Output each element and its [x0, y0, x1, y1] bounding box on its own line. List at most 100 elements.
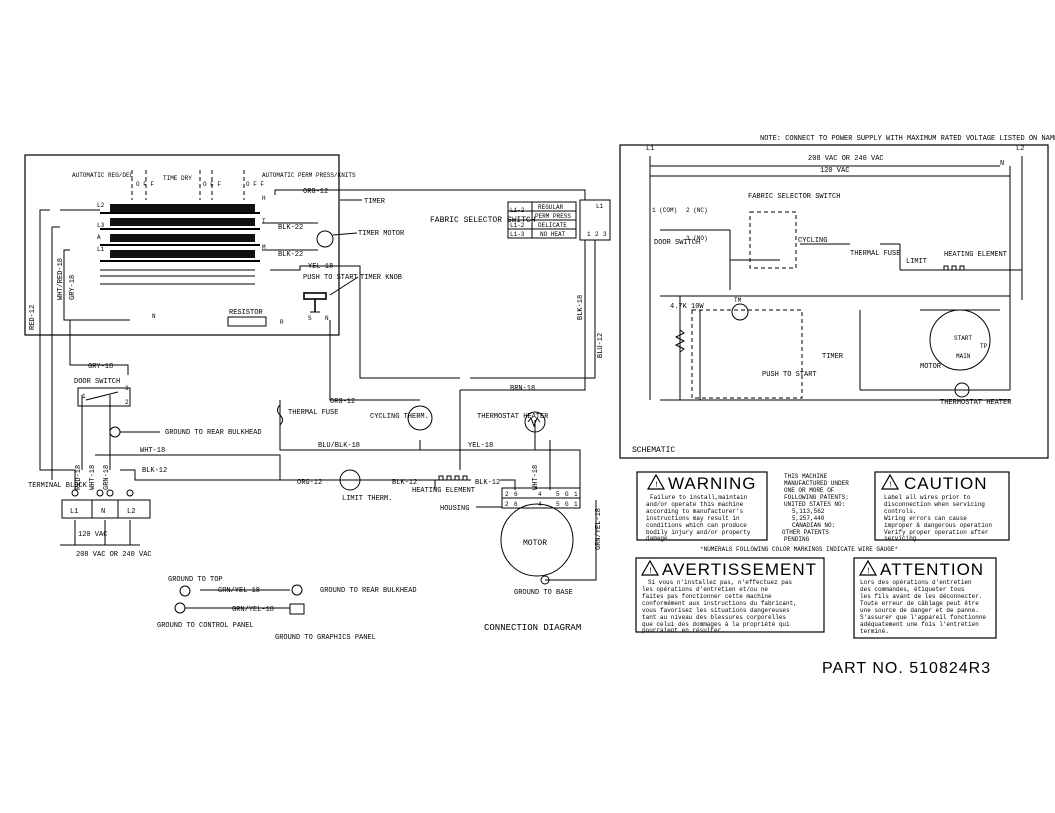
sch-push-to-start: PUSH TO START: [762, 371, 817, 379]
svg-text:PENDING: PENDING: [784, 536, 810, 543]
attention-triangle-icon: [858, 559, 878, 576]
wire-label-grn18: GRN-18: [103, 465, 111, 490]
motor-body: [500, 503, 574, 577]
sch-start: START: [954, 335, 972, 342]
wire-label-grnyel18c: GRN/YEL-18: [232, 606, 274, 614]
svg-text:!: !: [888, 481, 893, 490]
svg-text:pourraient en résulter.: pourraient en résulter.: [642, 627, 725, 634]
svg-text:!: !: [654, 481, 659, 490]
heating-element-label: HEATING ELEMENT: [412, 487, 475, 495]
sch-timer-box: [691, 309, 803, 399]
sch-208: 208 VAC OR 240 VAC: [808, 155, 884, 163]
ground-bulkhead-2-symbol: [291, 584, 303, 596]
resistor-body: [227, 316, 267, 327]
timer-cycle-perm: AUTOMATIC PERM PRESS/KNITS: [262, 172, 356, 179]
heating-element-symbol: [435, 475, 471, 481]
wire-label-yel18a: YEL-18: [308, 263, 333, 271]
sch-timer-motor: [731, 303, 749, 321]
warning-text: Failure to install,maintain and/or opera…: [646, 494, 751, 542]
svg-text:and/or operate this machine: and/or operate this machine: [646, 501, 744, 508]
motor-label: MOTOR: [523, 539, 547, 548]
svg-text:Toute erreur de câblage peut ê: Toute erreur de câblage peut être: [860, 600, 979, 607]
motor-terminals: 2 6 4 5 G 1 2 6 4 5 G 1: [505, 491, 578, 508]
thermal-fuse-symbol: [277, 404, 283, 426]
thermostat-heater-label: THERMOSTAT HEATER: [477, 413, 549, 421]
attention-box: [853, 557, 997, 639]
fabric-row3-a: L1-2: [510, 222, 525, 229]
sch-thermostat-heater-symbol: [954, 382, 970, 398]
wire-label-grnyel18a: GRN/YEL-18: [595, 508, 603, 550]
schematic: NOTE: CONNECT TO POWER SUPPLY WITH MAXIM…: [619, 135, 1055, 459]
svg-text:!: !: [866, 567, 871, 576]
schematic-frame: [619, 144, 1049, 459]
caution-text: Label all wires prior to disconnection w…: [884, 494, 992, 542]
warning-triangle-icon: [646, 473, 666, 490]
timer-panel: [24, 154, 340, 336]
wire-label-blublk18: BLU/BLK-18: [318, 442, 360, 450]
svg-text:Label all wires prior to: Label all wires prior to: [884, 494, 971, 501]
sch-fabric-selector-box: [749, 211, 797, 269]
svg-text:servicing.: servicing.: [884, 535, 920, 542]
ground-control-panel-label: GROUND TO CONTROL PANEL: [157, 622, 254, 630]
sch-cycling: CYCLING: [798, 237, 827, 245]
fabric-term-1: 1: [587, 231, 591, 238]
sch-heating-element: HEATING ELEMENT: [944, 251, 1007, 259]
terminal-letter-n2: N: [325, 315, 329, 322]
svg-text:S'assurer que l'appareil fonct: S'assurer que l'appareil fonctionne: [860, 614, 986, 621]
timer-label: TIMER: [364, 198, 386, 206]
warning-box: [636, 471, 768, 541]
timer-terminal-a: A: [97, 234, 101, 241]
door-switch-t3: 3: [125, 385, 129, 392]
svg-text:les opérations d'entretien et/: les opérations d'entretien et/ou ne: [642, 586, 768, 593]
motor-term-top-6: 1: [574, 491, 578, 498]
wire-label-wht18c: WHT-18: [532, 465, 540, 490]
svg-text:que celui des dommages à la pr: que celui des dommages à la propriété qu…: [642, 621, 790, 628]
svg-text:bodily injury and/or property: bodily injury and/or property: [646, 529, 751, 536]
ground-base-label: GROUND TO BASE: [514, 589, 573, 597]
sch-n: N: [1000, 160, 1004, 168]
avertissement-box: [635, 557, 825, 633]
terminal-block-l1: L1: [70, 508, 78, 516]
wire-label-red12: RED-12: [29, 305, 37, 330]
schematic-wires: [649, 156, 1023, 401]
timer-off-3: O F F: [246, 181, 264, 188]
wire-label-org12c: ORG-12: [297, 479, 322, 487]
sch-resistor-symbol: [674, 329, 686, 353]
wire-label-whtred18: WHT/RED-18: [57, 258, 65, 300]
ground-bulkhead-1-symbol: [109, 426, 121, 438]
sch-com: 1 (COM): [652, 207, 677, 214]
terminal-block-label: TERMINAL BLOCK: [28, 482, 88, 490]
thermostat-heater-symbol: [524, 411, 546, 433]
housing-label: HOUSING: [440, 505, 469, 513]
timer-terminal-l3: L3: [97, 222, 105, 229]
motor-term-bot-4: 5: [556, 501, 560, 508]
ground-top-symbol: [179, 585, 191, 597]
motor-term-top-4: 5: [556, 491, 560, 498]
sch-no: 3 (NO): [686, 235, 708, 242]
svg-text:5,257,440: 5,257,440: [792, 515, 825, 522]
wire-label-org12a: ORG-12: [303, 188, 328, 196]
svg-text:conditions which can produce: conditions which can produce: [646, 522, 747, 529]
sch-fabric-selector: FABRIC SELECTOR SWITCH: [748, 193, 840, 201]
caution-box: [874, 471, 1010, 541]
avertissement-title: AVERTISSEMENT: [662, 560, 817, 579]
sch-tp: TP: [980, 343, 988, 350]
svg-text:CANADIAN NO:: CANADIAN NO:: [792, 522, 835, 529]
fabric-selector-label: FABRIC SELECTOR SWITCH: [430, 216, 536, 225]
svg-text:instructions may result in: instructions may result in: [646, 515, 740, 522]
svg-text:tant au niveau des blessures c: tant au niveau des blessures corporelles: [642, 614, 786, 621]
wire-label-blk22b: BLK-22: [278, 251, 303, 259]
svg-text:OTHER PATENTS: OTHER PATENTS: [782, 529, 829, 536]
door-switch-t2: 2: [125, 399, 129, 406]
sch-timer: TIMER: [822, 353, 844, 361]
wire-label-yel18b: YEL-18: [468, 442, 493, 450]
svg-text:Lors des opérations d'entretie: Lors des opérations d'entretien: [860, 579, 972, 586]
wire-label-blk12b: BLK-12: [392, 479, 417, 487]
timer-terminal-l2: L2: [97, 202, 105, 209]
svg-text:FOLLOWING PATENTS:: FOLLOWING PATENTS:: [784, 494, 849, 501]
sch-nc: 2 (NC): [686, 207, 708, 214]
sch-motor: MOTOR: [920, 363, 942, 371]
timer-terminal-m: M: [262, 244, 266, 251]
timer-off-2: O F F: [203, 181, 221, 188]
patents-text: THIS MACHINE MANUFACTURED UNDER ONE OR M…: [782, 473, 849, 543]
